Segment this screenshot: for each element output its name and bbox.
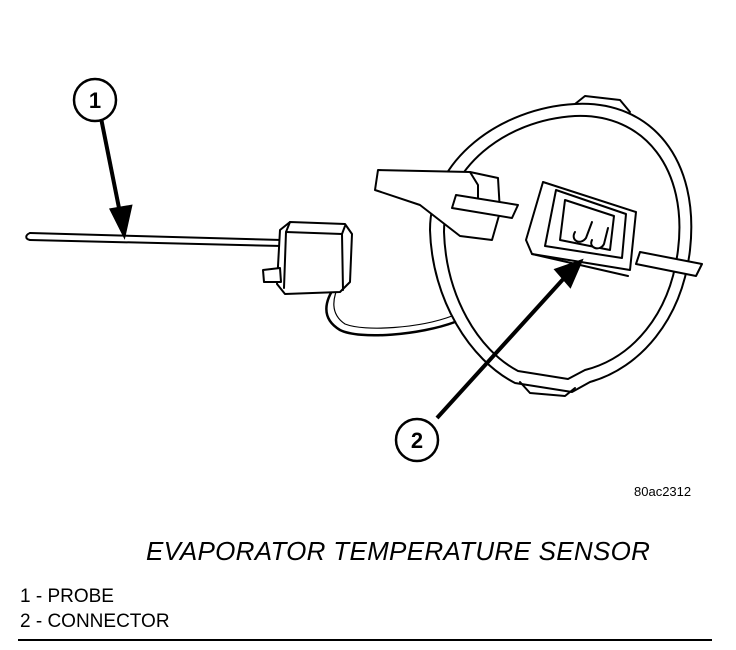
callout-2-number: 2 [411, 428, 423, 453]
callout-2-arrowhead [553, 258, 584, 289]
connector-block [525, 181, 637, 277]
callout-1-number: 1 [89, 88, 101, 113]
bottom-divider [18, 639, 712, 641]
legend-item-connector: 2 - CONNECTOR [20, 611, 170, 632]
bracket-tab [374, 169, 519, 241]
callout-2: 2 [394, 417, 440, 463]
plate-tab [635, 251, 703, 277]
probe-rod [25, 232, 283, 247]
legend-item-probe: 1 - PROBE [20, 586, 114, 607]
callout-2-leader [435, 274, 568, 420]
sensor-wire [325, 283, 457, 337]
probe-housing [262, 221, 353, 295]
figure-title: EVAPORATOR TEMPERATURE SENSOR [146, 536, 651, 566]
figure-code: 80ac2312 [634, 484, 692, 499]
callout-1: 1 [72, 77, 118, 123]
callout-1-arrowhead [109, 204, 133, 240]
legend: 1 - PROBE 2 - CONNECTOR [20, 584, 170, 634]
callout-1-leader [99, 117, 123, 219]
